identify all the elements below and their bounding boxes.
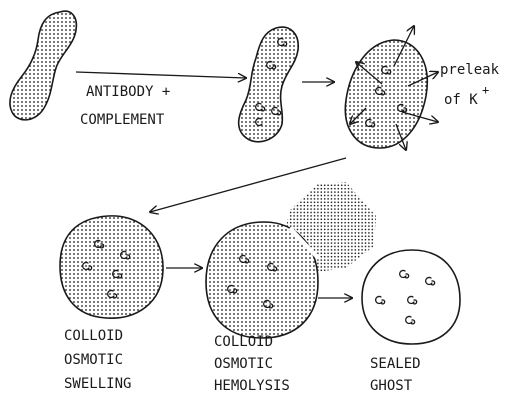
label-antibody: ANTIBODY + [86, 84, 170, 100]
label-ghost: GHOST [370, 378, 413, 394]
label-swelling-2: OSMOTIC [64, 352, 123, 368]
label-complement: COMPLEMENT [80, 112, 165, 128]
lesioned-cell [239, 27, 299, 142]
preleak-cell [345, 40, 427, 148]
label-preleak: preleak [440, 62, 500, 78]
label-k-superscript: + [482, 83, 489, 97]
label-hemolysis-1: COLLOID [214, 334, 273, 350]
intact-cell [10, 11, 76, 120]
label-of-k: of K [444, 92, 478, 108]
arrow-antibody [76, 72, 246, 78]
swelling-cell [60, 216, 163, 318]
label-sealed: SEALED [370, 356, 421, 372]
label-swelling-1: COLLOID [64, 328, 123, 344]
label-swelling-3: SWELLING [64, 376, 131, 392]
label-hemolysis-2: OSMOTIC [214, 356, 273, 372]
label-hemolysis-3: HEMOLYSIS [214, 378, 290, 394]
